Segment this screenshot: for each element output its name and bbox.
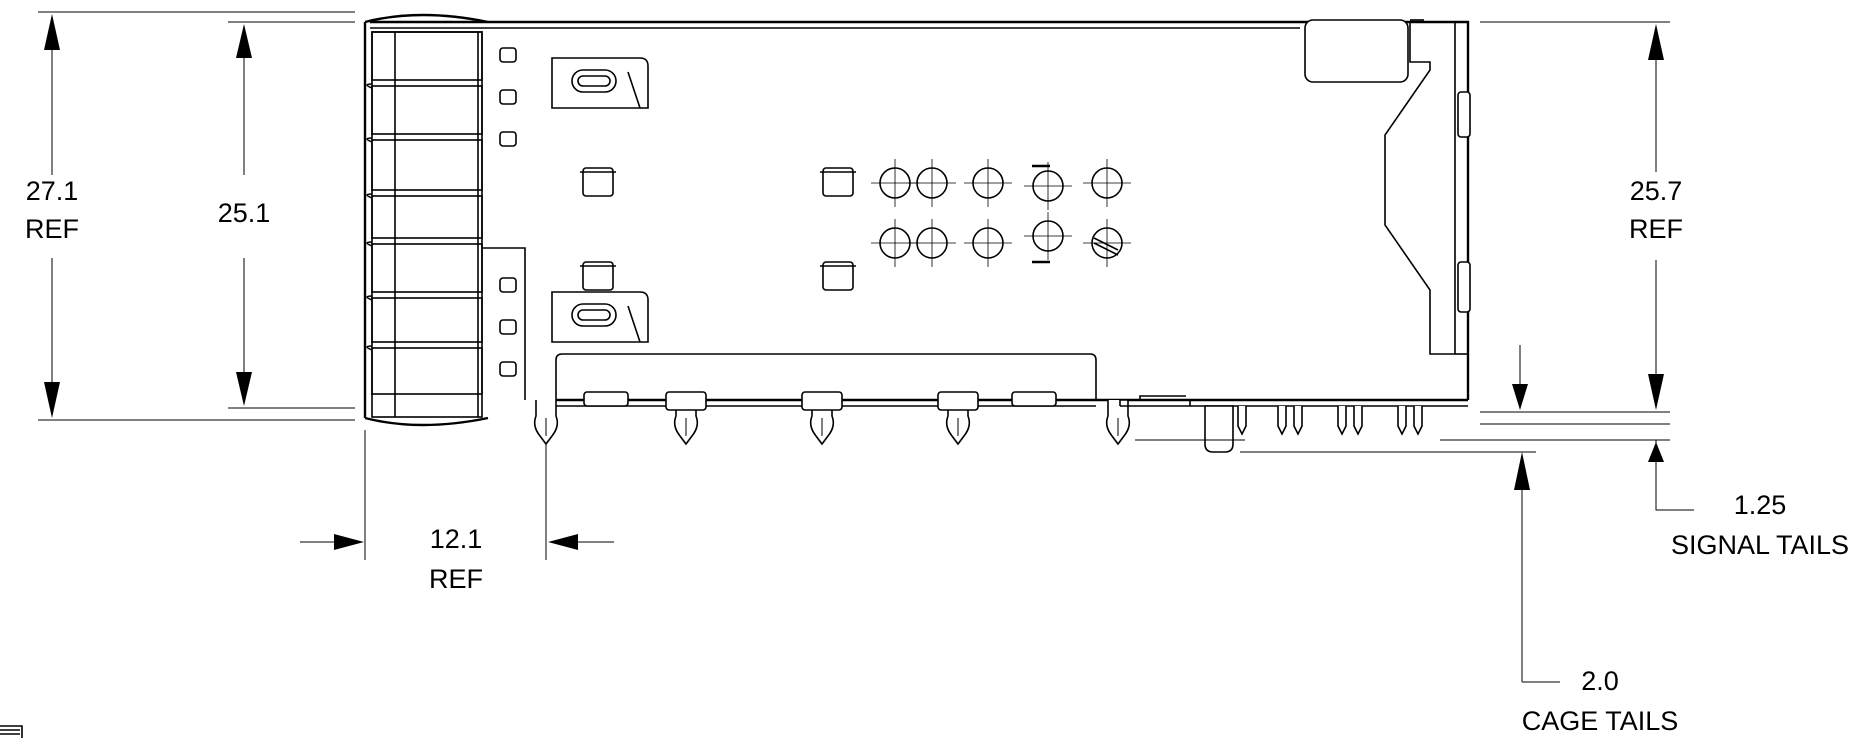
signal-pin — [1397, 406, 1407, 436]
dimension-inner-height — [228, 21, 355, 409]
spring-latch-lower — [551, 291, 649, 343]
hole — [908, 159, 956, 207]
inner-height-value: 25.1 — [218, 198, 271, 228]
keyed-slots — [1032, 164, 1119, 264]
dimension-overall-height — [38, 11, 355, 421]
cage-tails-note: CAGE TAILS — [1522, 706, 1679, 736]
hole — [964, 159, 1012, 207]
hole — [964, 219, 1012, 267]
signal-pin — [1413, 406, 1423, 436]
right-height-note: REF — [1629, 214, 1683, 244]
signal-pins — [1237, 406, 1423, 436]
front-flange — [363, 13, 526, 427]
flange-fingers — [366, 83, 373, 351]
hole — [1024, 212, 1072, 260]
cage-tail — [533, 400, 559, 446]
dimension-tails — [1240, 345, 1694, 683]
overall-height-value: 27.1 — [26, 176, 79, 206]
press-fit-tails — [533, 391, 1131, 446]
signal-tails-value: 1.25 — [1734, 490, 1787, 520]
dimension-right-height — [1480, 21, 1670, 413]
corner-symbol — [0, 725, 23, 738]
flange-tabs — [499, 47, 517, 377]
signal-pin — [1237, 406, 1247, 436]
hole — [1083, 159, 1131, 207]
signal-pin — [1337, 406, 1347, 436]
center-tabs — [580, 167, 856, 291]
signal-pin — [1353, 406, 1363, 436]
cage-tail — [809, 400, 835, 446]
right-height-value: 25.7 — [1630, 176, 1683, 206]
cage-tail — [1105, 400, 1131, 446]
tail-block — [937, 391, 979, 411]
dimension-front-offset — [300, 430, 614, 560]
tail-block — [801, 391, 843, 411]
cage-tail — [673, 400, 699, 446]
signal-pin — [1293, 406, 1303, 436]
hole — [1024, 162, 1072, 210]
tail-block — [665, 391, 707, 411]
cage-tail — [945, 400, 971, 446]
signal-tails-note: SIGNAL TAILS — [1671, 530, 1849, 560]
cage-body — [370, 19, 1471, 402]
front-offset-note: REF — [429, 564, 483, 594]
spring-latch-upper — [551, 57, 649, 109]
front-offset-value: 12.1 — [430, 524, 483, 554]
cage-tails-value: 2.0 — [1581, 666, 1619, 696]
signal-pin — [1277, 406, 1287, 436]
mounting-holes — [871, 159, 1131, 267]
flange-bands — [371, 31, 483, 395]
overall-height-note: REF — [25, 214, 79, 244]
hole — [1083, 219, 1131, 267]
hole — [908, 219, 956, 267]
